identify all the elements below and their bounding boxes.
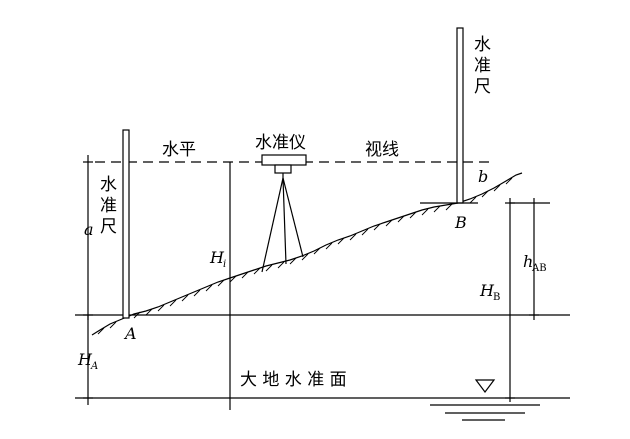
reading-a-label: a	[84, 220, 94, 239]
svg-text:准: 准	[474, 56, 491, 76]
staff-b-label: 水 准 尺	[474, 35, 491, 97]
level-instrument-label: 水准仪	[255, 133, 306, 153]
svg-text:H: H	[479, 281, 495, 300]
sight-right-label: 视线	[365, 140, 399, 160]
staff-b	[456, 27, 464, 204]
svg-text:尺: 尺	[474, 77, 491, 97]
svg-text:A: A	[90, 361, 98, 372]
staff-a-label: 水 准 尺	[100, 175, 117, 237]
svg-text:B: B	[493, 292, 500, 303]
svg-text:尺: 尺	[100, 217, 117, 237]
geoid-label: 大 地 水 准 面	[240, 370, 347, 390]
svg-text:水: 水	[100, 175, 117, 195]
svg-text:H: H	[77, 350, 93, 369]
sight-left-label: 水平	[162, 140, 196, 160]
height-b-label: H B	[479, 281, 500, 303]
svg-text:水: 水	[474, 35, 491, 55]
ground-hatching	[97, 177, 513, 335]
water-surface-icon	[430, 379, 540, 421]
level-instrument	[261, 154, 307, 273]
height-ab-label: h AB	[523, 252, 547, 274]
staff-a	[122, 129, 130, 319]
svg-text:i: i	[223, 259, 226, 270]
svg-text:h: h	[523, 252, 533, 271]
point-b-label: B	[454, 213, 467, 232]
point-a-label: A	[123, 324, 137, 343]
height-a-label: H A	[77, 350, 98, 372]
height-i-label: H i	[209, 248, 226, 270]
reading-b-label: b	[478, 167, 488, 186]
svg-text:AB: AB	[531, 263, 547, 274]
svg-text:准: 准	[100, 196, 117, 216]
svg-text:H: H	[209, 248, 225, 267]
